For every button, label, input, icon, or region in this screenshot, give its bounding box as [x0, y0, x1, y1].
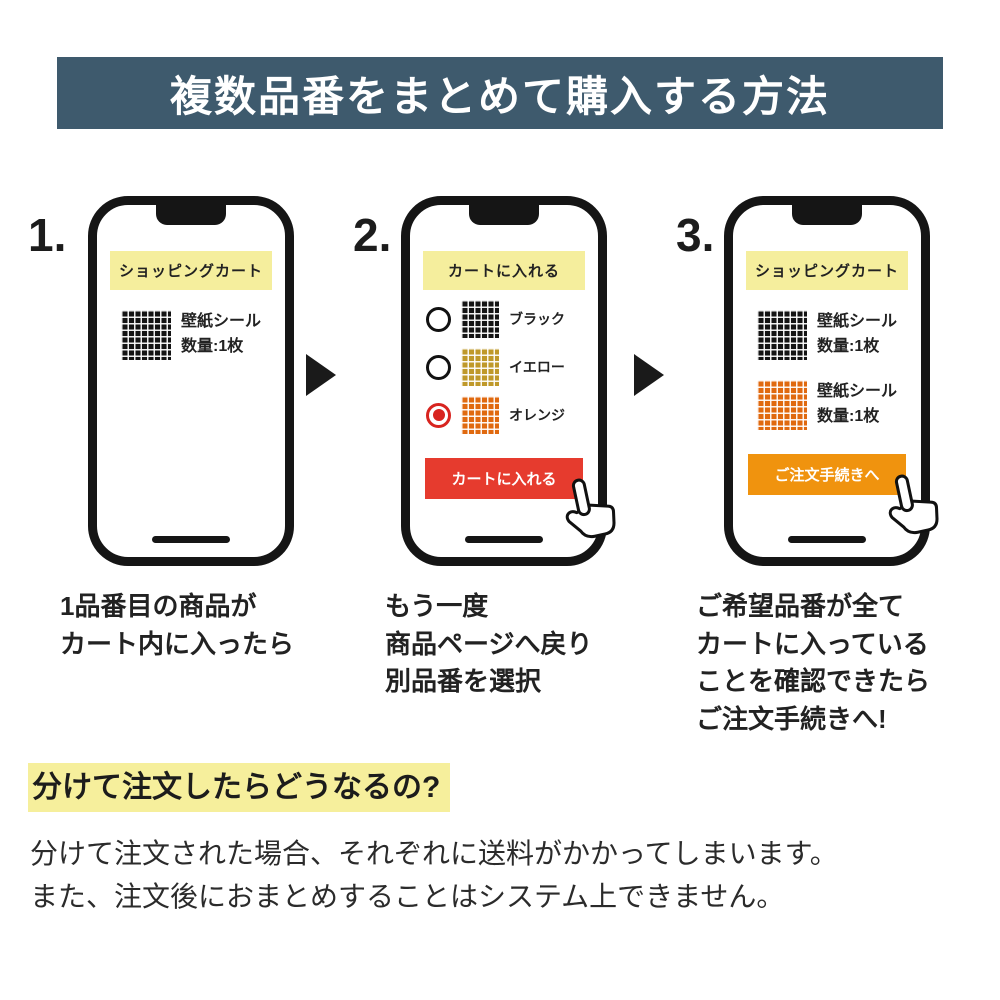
- shopping-cart-banner: ショッピングカート: [110, 251, 272, 290]
- hand-cursor-icon: [565, 478, 616, 539]
- product-info: 壁紙シール 数量:1枚: [817, 380, 897, 430]
- product-qty: 数量:1枚: [816, 338, 880, 355]
- caption-line: もう一度: [385, 591, 489, 621]
- step-1-number: 1.: [28, 209, 67, 261]
- caption-line: 商品ページへ戻り: [385, 628, 593, 659]
- option-swatch-black: [461, 300, 499, 338]
- product-info: 壁紙シール 数量:1枚: [817, 310, 897, 360]
- step-1: 1. ショッピングカート 壁紙シール 数量:1枚 1品番目の商品が カート内に入…: [20, 196, 320, 663]
- step-3-number: 3.: [676, 209, 715, 261]
- header-banner: 複数品番をまとめて購入する方法: [57, 57, 943, 129]
- product-swatch-black: [120, 310, 171, 360]
- cart-item: 壁紙シール 数量:1枚: [97, 310, 285, 360]
- page-title: 複数品番をまとめて購入する方法: [169, 72, 830, 120]
- add-to-cart-button[interactable]: カートに入れる: [425, 458, 616, 539]
- option-swatch-yellow: [461, 348, 499, 386]
- product-qty: 数量:1枚: [180, 338, 244, 355]
- option-radio-0[interactable]: [426, 306, 451, 332]
- step-3: 3. ショッピングカート 壁紙シール 数量:1枚 壁紙シール 数量:1枚 ご注文…: [668, 196, 968, 739]
- hand-cursor-icon: [888, 474, 939, 535]
- step-2-number: 2.: [353, 209, 392, 261]
- shopping-cart-banner: ショッピングカート: [746, 251, 908, 290]
- step-1-caption: 1品番目の商品が カート内に入ったら: [60, 588, 320, 663]
- step-2-caption: もう一度 商品ページへ戻り 別品番を選択: [385, 588, 645, 701]
- color-option-black[interactable]: ブラック: [426, 300, 598, 338]
- product-name: 壁紙シール: [816, 313, 897, 331]
- option-radio-2[interactable]: [426, 402, 451, 428]
- footer-heading: 分けて注文したらどうなるの?: [28, 762, 451, 812]
- step-2: 2. カートに入れる ブラック イエロー オレンジ カートに入れる: [345, 196, 645, 701]
- phone-mockup-3: ショッピングカート 壁紙シール 数量:1枚 壁紙シール 数量:1枚 ご注文手続き…: [724, 196, 939, 566]
- caption-line: ご希望品番が全て: [696, 591, 905, 621]
- cart-item: 壁紙シール 数量:1枚: [733, 310, 921, 360]
- phone-mockup-2: カートに入れる ブラック イエロー オレンジ カートに入れる: [401, 196, 616, 566]
- product-name: 壁紙シール: [180, 313, 261, 331]
- arrow-right-icon: [306, 354, 336, 396]
- option-radio-1[interactable]: [426, 354, 451, 380]
- arrow-right-icon: [634, 354, 664, 396]
- caption-line: カートに入っている: [696, 628, 929, 659]
- product-name: 壁紙シール: [816, 383, 897, 401]
- product-swatch-orange: [756, 380, 807, 430]
- step-3-caption: ご希望品番が全て カートに入っている ことを確認できたら ご注文手続きへ!: [696, 588, 968, 739]
- option-swatch-orange: [461, 396, 499, 434]
- phone-notch: [469, 205, 539, 225]
- footer-heading-text: 分けて注文したらどうなるの?: [28, 763, 451, 812]
- phone-mockup-1: ショッピングカート 壁紙シール 数量:1枚: [88, 196, 294, 566]
- cart-item: 壁紙シール 数量:1枚: [733, 380, 921, 430]
- product-info: 壁紙シール 数量:1枚: [181, 310, 261, 360]
- option-label-yellow: イエロー: [509, 359, 565, 375]
- phone-notch: [156, 205, 226, 225]
- checkout-button-label: ご注文手続きへ: [774, 467, 880, 484]
- option-label-black: ブラック: [509, 311, 565, 327]
- phone-home-bar: [465, 536, 543, 543]
- product-swatch-black: [756, 310, 807, 360]
- product-qty: 数量:1枚: [816, 408, 880, 425]
- add-to-cart-button-label: カートに入れる: [451, 471, 557, 488]
- color-option-orange[interactable]: オレンジ: [426, 396, 598, 434]
- checkout-button[interactable]: ご注文手続きへ: [748, 454, 939, 535]
- caption-line: カート内に入ったら: [60, 628, 295, 659]
- add-to-cart-banner: カートに入れる: [423, 251, 585, 290]
- color-option-yellow[interactable]: イエロー: [426, 348, 598, 386]
- footer-body-line: 分けて注文された場合、それぞれに送料がかかってしまいます。: [30, 838, 838, 869]
- phone-home-bar: [788, 536, 866, 543]
- caption-line: ご注文手続きへ!: [696, 704, 887, 735]
- footer-body-line: また、注文後におまとめすることはシステム上できません。: [30, 881, 785, 913]
- option-label-orange: オレンジ: [509, 407, 565, 423]
- footer-body: 分けて注文された場合、それぞれに送料がかかってしまいます。 また、注文後におまと…: [30, 832, 838, 919]
- caption-line: 1品番目の商品が: [60, 591, 257, 621]
- caption-line: 別品番を選択: [385, 666, 542, 697]
- phone-notch: [792, 205, 862, 225]
- caption-line: ことを確認できたら: [696, 666, 931, 697]
- phone-home-bar: [152, 536, 230, 543]
